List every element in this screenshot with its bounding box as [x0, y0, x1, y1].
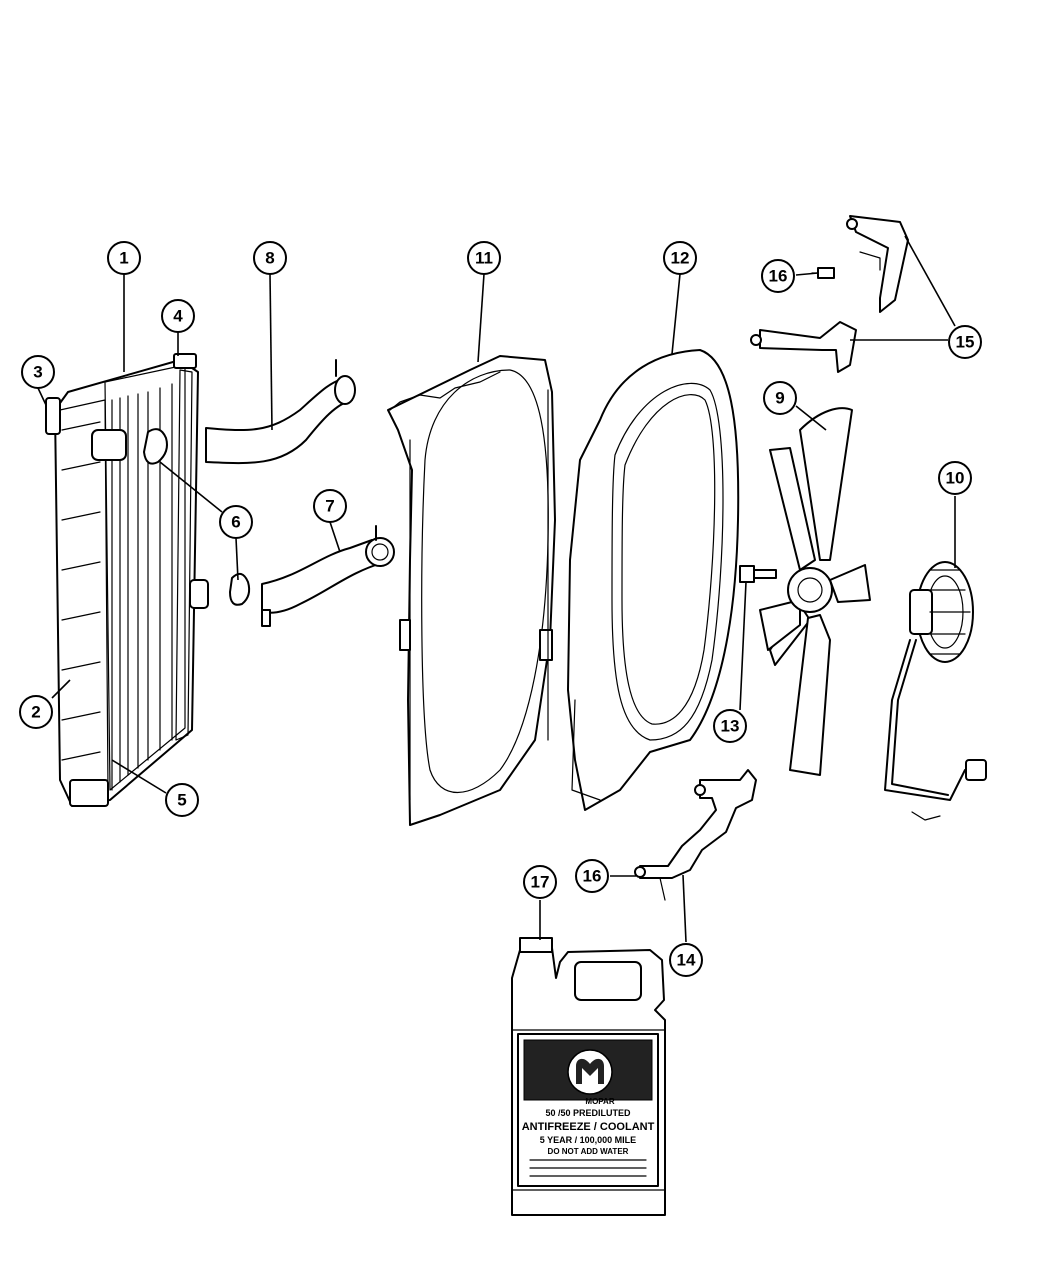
callout-6-label: 6: [231, 513, 240, 532]
callout-6: 6: [219, 505, 253, 539]
callout-16-bottom-label: 16: [583, 867, 602, 886]
callout-7: 7: [313, 489, 347, 523]
wire-harness: [884, 639, 987, 821]
hose-clamps: [143, 428, 251, 606]
bracket-lower: [750, 321, 857, 373]
callout-3-label: 3: [33, 363, 42, 382]
callout-15-label: 15: [956, 333, 975, 352]
upper-hose: [205, 359, 356, 465]
callout-10: 10: [938, 461, 972, 495]
callout-12-label: 12: [671, 249, 690, 268]
callout-3: 3: [21, 355, 55, 389]
callout-11-label: 11: [475, 249, 493, 268]
callout-2: 2: [19, 695, 53, 729]
callout-4-label: 4: [173, 307, 183, 326]
callout-16-bottom: 16: [575, 859, 609, 893]
callout-5-label: 5: [177, 791, 186, 810]
cooling-fan: [759, 407, 871, 776]
jug-label-line1: 50 /50 PREDILUTED: [545, 1108, 631, 1118]
fan-ring-shroud: [567, 349, 740, 811]
callout-4: 4: [161, 299, 195, 333]
jug-label-line2: ANTIFREEZE / COOLANT: [522, 1121, 655, 1133]
callout-1: 1: [107, 241, 141, 275]
callout-1-label: 1: [119, 249, 128, 268]
leader-lines: [37, 235, 956, 943]
tube-assembly: [634, 769, 757, 901]
callout-8: 8: [253, 241, 287, 275]
callout-7-label: 7: [325, 497, 334, 516]
callout-2-label: 2: [31, 703, 40, 722]
callout-14: 14: [669, 943, 703, 977]
callout-16-top: 16: [761, 259, 795, 293]
jug-label-line4: DO NOT ADD WATER: [548, 1147, 629, 1156]
callout-14-label: 14: [677, 951, 696, 970]
callout-9: 9: [763, 381, 797, 415]
callout-10-label: 10: [946, 469, 965, 488]
lower-hose: [261, 525, 395, 627]
callout-13: 13: [713, 709, 747, 743]
callout-5: 5: [165, 783, 199, 817]
callout-17: 17: [523, 865, 557, 899]
bolt: [739, 565, 777, 583]
jug-brand: MOPAR: [585, 1097, 614, 1106]
callout-13-label: 13: [721, 717, 740, 736]
callout-9-label: 9: [775, 389, 784, 408]
fan-shroud: [387, 355, 556, 826]
fan-clutch: [909, 561, 974, 663]
callout-16-top-label: 16: [769, 267, 788, 286]
jug-label-line3: 5 YEAR / 100,000 MILE: [540, 1135, 636, 1145]
coolant-jug: MOPAR 50 /50 PREDILUTED ANTIFREEZE / COO…: [511, 937, 666, 1216]
callout-15: 15: [948, 325, 982, 359]
radiator: [45, 353, 209, 807]
callout-8-label: 8: [265, 249, 274, 268]
bracket-upper: [846, 215, 909, 313]
callout-11: 11: [467, 241, 501, 275]
callout-17-label: 17: [531, 873, 550, 892]
callout-12: 12: [663, 241, 697, 275]
